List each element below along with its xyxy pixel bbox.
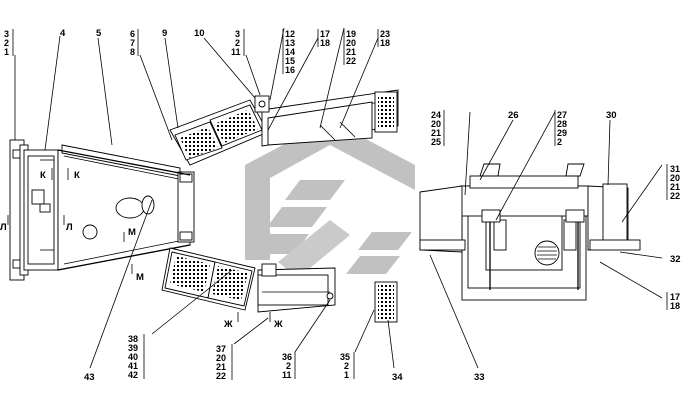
svg-text:18: 18 xyxy=(670,301,680,311)
callout-34: 34 xyxy=(392,372,403,383)
svg-text:13: 13 xyxy=(285,38,295,48)
callout-38-42: 38 39 40 41 42 xyxy=(128,334,145,380)
section-mark-l-right: Л xyxy=(66,222,73,233)
watermark-logo-icon xyxy=(245,120,415,278)
callout-19-22: 19 20 21 22 xyxy=(343,29,356,66)
svg-text:23: 23 xyxy=(380,29,390,39)
svg-text:1: 1 xyxy=(344,370,349,380)
svg-text:31: 31 xyxy=(670,164,680,174)
svg-text:8: 8 xyxy=(130,47,135,57)
callout-37-22: 37 20 21 22 xyxy=(216,344,233,381)
svg-text:40: 40 xyxy=(128,352,138,362)
svg-text:2: 2 xyxy=(557,137,562,147)
svg-text:38: 38 xyxy=(128,334,138,344)
svg-text:2: 2 xyxy=(286,361,291,371)
svg-text:27: 27 xyxy=(557,110,567,120)
callout-6-7-8: 6 7 8 xyxy=(130,29,139,57)
section-mark-k-left: К xyxy=(40,170,46,181)
svg-text:16: 16 xyxy=(285,65,295,75)
svg-text:11: 11 xyxy=(282,370,292,380)
section-mark-l-left: Л xyxy=(0,222,7,233)
svg-text:21: 21 xyxy=(216,362,226,372)
svg-text:14: 14 xyxy=(285,47,295,57)
callout-33: 33 xyxy=(474,372,485,383)
svg-text:12: 12 xyxy=(285,29,295,39)
cab-front-view xyxy=(419,163,641,301)
section-mark-m-top: М xyxy=(128,227,136,238)
lower-step-assembly xyxy=(161,247,398,323)
callout-9: 9 xyxy=(162,28,167,39)
svg-text:35: 35 xyxy=(340,352,350,362)
callout-31-22: 31 20 21 22 xyxy=(666,164,680,201)
svg-text:20: 20 xyxy=(431,119,441,129)
svg-text:18: 18 xyxy=(380,38,390,48)
svg-text:19: 19 xyxy=(346,29,356,39)
cab-frame-side-view xyxy=(9,139,195,281)
upper-step-assembly xyxy=(169,89,399,166)
callout-17-18: 17 18 xyxy=(317,29,330,48)
svg-text:2: 2 xyxy=(4,38,9,48)
svg-text:20: 20 xyxy=(670,173,680,183)
svg-text:17: 17 xyxy=(320,29,330,39)
callout-26: 26 xyxy=(508,110,519,121)
callout-4: 4 xyxy=(60,28,66,39)
svg-text:36: 36 xyxy=(282,352,292,362)
svg-text:37: 37 xyxy=(216,344,226,354)
front-grille-icon xyxy=(537,246,557,260)
svg-text:18: 18 xyxy=(320,38,330,48)
section-mark-zh-left: Ж xyxy=(223,319,233,330)
callout-27-2: 27 28 29 2 xyxy=(554,110,567,147)
callout-23-18: 23 18 xyxy=(377,29,390,48)
svg-text:20: 20 xyxy=(216,353,226,363)
callout-3-2-11: 3 2 11 xyxy=(231,29,245,57)
svg-text:21: 21 xyxy=(346,47,356,57)
svg-text:3: 3 xyxy=(4,29,9,39)
section-mark-m-bottom: М xyxy=(136,272,144,283)
svg-text:42: 42 xyxy=(128,370,138,380)
leader-lines xyxy=(14,27,663,369)
section-mark-k-right: К xyxy=(74,170,80,181)
svg-text:15: 15 xyxy=(285,56,295,66)
svg-text:39: 39 xyxy=(128,343,138,353)
svg-text:25: 25 xyxy=(431,137,441,147)
callout-5: 5 xyxy=(96,28,102,39)
section-mark-zh-right: Ж xyxy=(273,319,283,330)
svg-text:21: 21 xyxy=(670,182,680,192)
callout-24-25: 24 20 21 25 xyxy=(431,110,445,147)
callout-35-2-1: 35 2 1 xyxy=(340,352,355,380)
svg-text:24: 24 xyxy=(431,110,441,120)
callout-30: 30 xyxy=(606,110,617,121)
svg-text:20: 20 xyxy=(346,38,356,48)
callout-36-2-11: 36 2 11 xyxy=(282,352,296,380)
svg-text:17: 17 xyxy=(670,292,680,302)
svg-text:29: 29 xyxy=(557,128,567,138)
svg-text:3: 3 xyxy=(235,29,240,39)
callout-43: 43 xyxy=(84,372,95,383)
callout-17-18-right: 17 18 xyxy=(666,292,680,311)
svg-text:22: 22 xyxy=(670,191,680,201)
callout-32: 32 xyxy=(670,254,681,265)
callout-10: 10 xyxy=(194,28,205,39)
svg-text:6: 6 xyxy=(130,29,135,39)
callout-3-2-1: 3 2 1 xyxy=(4,29,14,57)
svg-text:41: 41 xyxy=(128,361,138,371)
upper-step-tread-grid xyxy=(180,110,258,158)
svg-text:2: 2 xyxy=(235,38,240,48)
callout-12-16: 12 13 14 15 16 xyxy=(282,29,295,75)
svg-text:1: 1 xyxy=(4,47,9,57)
svg-text:28: 28 xyxy=(557,119,567,129)
svg-text:21: 21 xyxy=(431,128,441,138)
section-marks: К К Л Л М М Ж Ж xyxy=(0,168,283,330)
svg-text:22: 22 xyxy=(216,371,226,381)
svg-text:2: 2 xyxy=(344,361,349,371)
svg-text:22: 22 xyxy=(346,56,356,66)
svg-text:11: 11 xyxy=(231,47,241,57)
svg-text:7: 7 xyxy=(130,38,135,48)
